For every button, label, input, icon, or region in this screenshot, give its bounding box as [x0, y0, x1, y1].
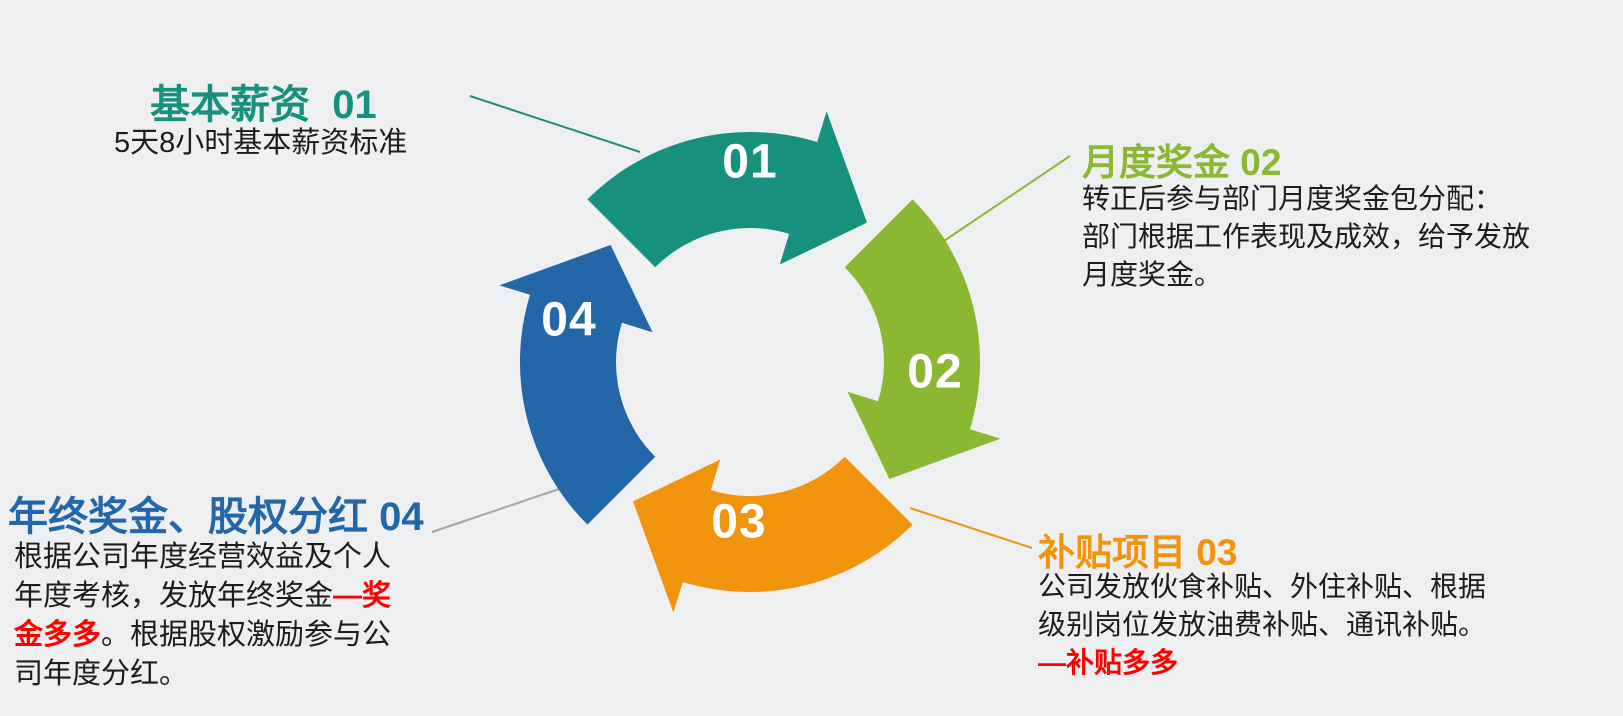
label-annual-bonus-title: 年终奖金、股权分红 04	[8, 495, 424, 539]
label-annual-bonus-body: 根据公司年度经营效益及个人 年度考核，发放年终奖金—奖 金多多。根据股权激励参与…	[14, 538, 391, 694]
annual-line-3-black: 。根据股权激励参与公	[101, 619, 392, 651]
subsidy-body-line-2: 级别岗位发放油费补贴、通讯补贴。	[1038, 609, 1487, 640]
cycle-arrow-01	[587, 111, 867, 268]
connector-line-annual-bonus	[431, 486, 566, 533]
annual-line-2-black: 年度考核，发放年终奖金	[14, 580, 334, 612]
annual-body-line-4: 司年度分红。	[14, 658, 189, 690]
label-monthly-bonus-title: 月度奖金 02	[1082, 142, 1282, 183]
label-basic-salary-body: 5天8小时基本薪资标准	[114, 127, 408, 159]
monthly-body-line-2: 部门根据工作表现及成效，给予发放	[1082, 221, 1531, 252]
cycle-arrow-02	[844, 199, 1001, 479]
label-subsidy-title: 补贴项目 03	[1038, 532, 1238, 573]
subsidy-body-red-line: —补贴多多	[1038, 647, 1179, 678]
connector-line-subsidy	[909, 507, 1033, 549]
label-basic-salary-title: 基本薪资 01	[150, 83, 377, 127]
label-subsidy-body: 公司发放伙食补贴、外住补贴、根据 级别岗位发放油费补贴、通讯补贴。 —补贴多多	[1038, 568, 1486, 682]
cycle-number-04: 04	[541, 293, 597, 347]
connector-line-monthly-bonus	[934, 155, 1071, 248]
connector-line-basic-salary	[469, 95, 641, 153]
annual-line-2-red: —奖	[333, 580, 392, 612]
subsidy-body-line-1: 公司发放伙食补贴、外住补贴、根据	[1038, 571, 1487, 602]
monthly-body-line-1: 转正后参与部门月度奖金包分配：	[1082, 183, 1503, 214]
cycle-number-02: 02	[907, 345, 963, 399]
cycle-number-01: 01	[722, 135, 778, 189]
annual-body-line-2: 年度考核，发放年终奖金—奖	[14, 577, 391, 616]
annual-line-3-red: 金多多	[14, 619, 102, 651]
label-monthly-bonus-body: 转正后参与部门月度奖金包分配： 部门根据工作表现及成效，给予发放 月度奖金。	[1082, 180, 1530, 294]
annual-body-line-1: 根据公司年度经营效益及个人	[14, 541, 392, 573]
cycle-arrow-04	[499, 245, 656, 525]
cycle-number-03: 03	[711, 495, 767, 549]
annual-body-line-3: 金多多。根据股权激励参与公	[14, 616, 391, 655]
cycle-arrow-03	[633, 456, 913, 613]
monthly-body-line-3: 月度奖金。	[1082, 259, 1223, 290]
